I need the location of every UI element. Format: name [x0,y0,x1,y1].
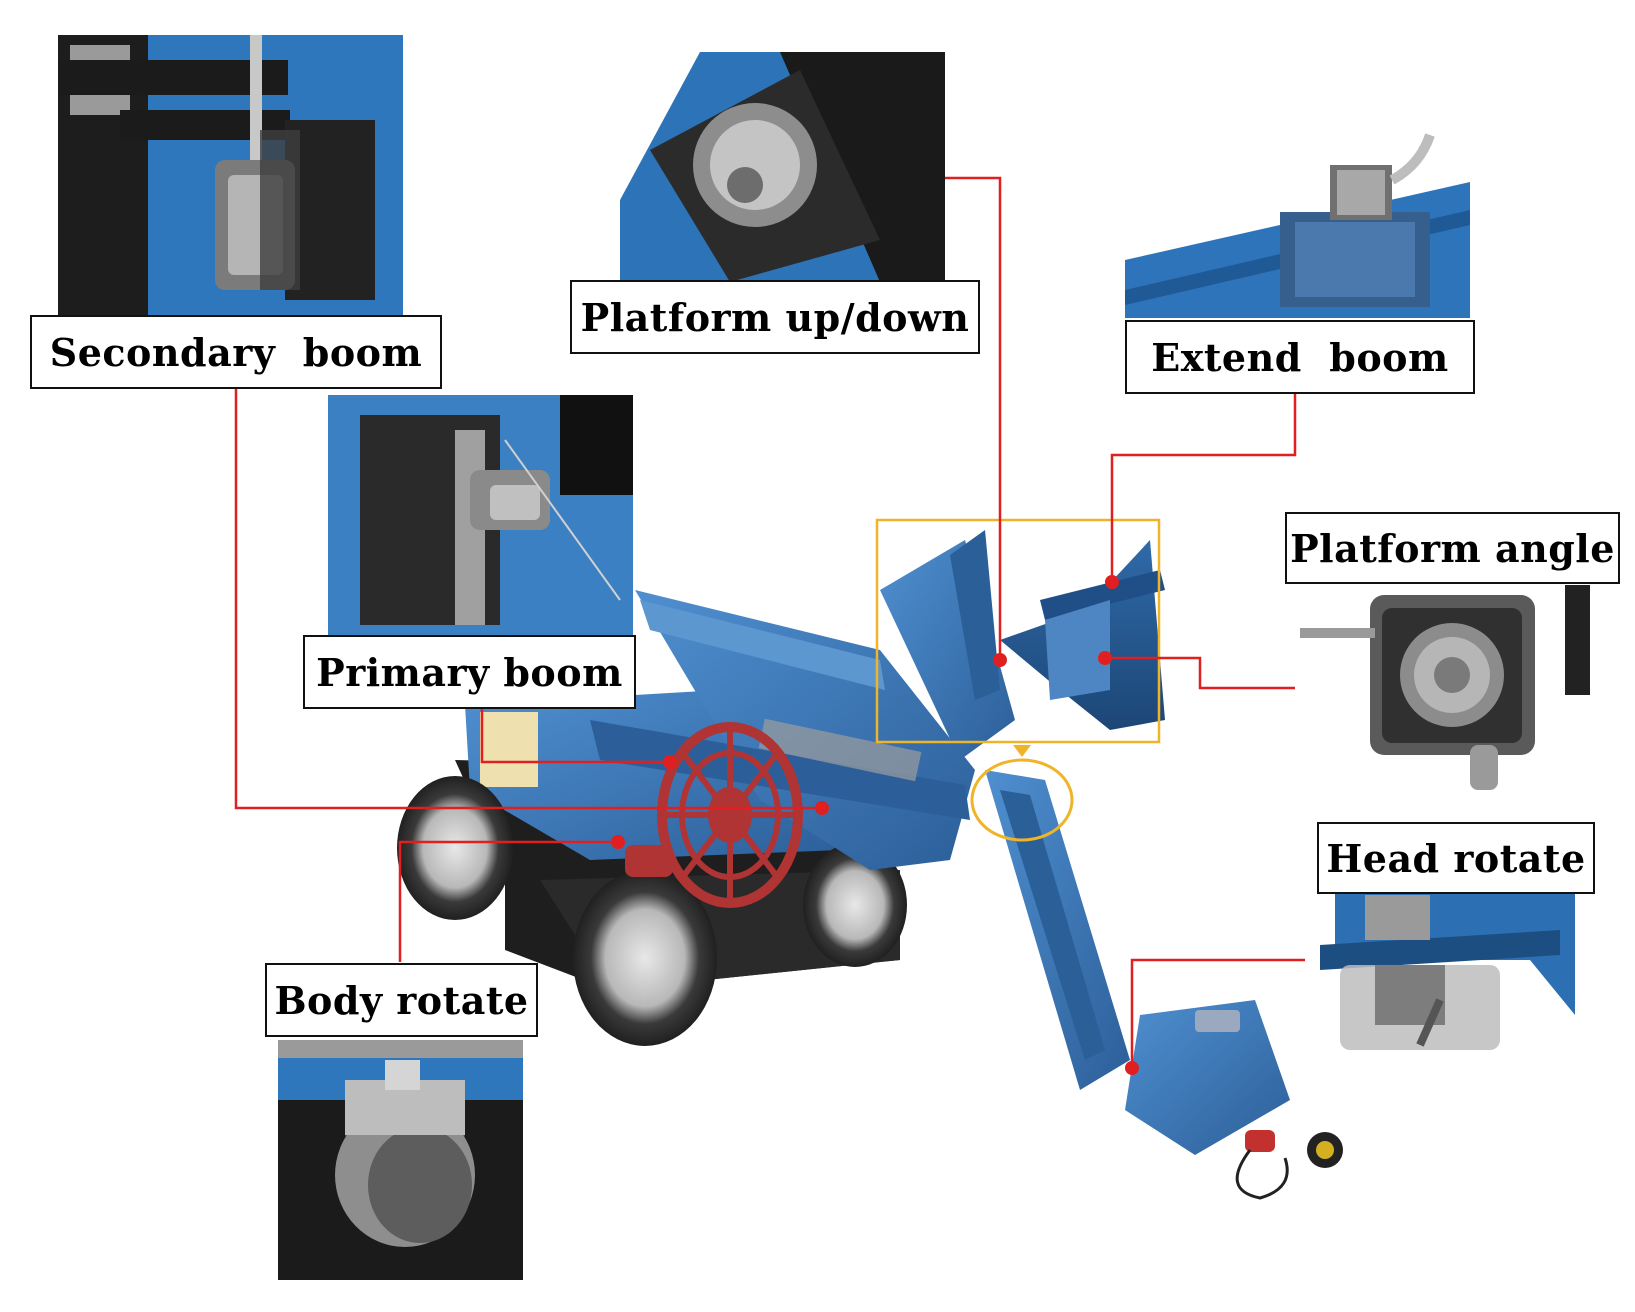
hose-reel [657,722,803,908]
label-head-rotate: Head rotate [1317,822,1595,894]
inset-body-rotate [278,1040,523,1280]
wheel-rear-left [397,776,513,920]
platform-highlight-box [875,518,1161,744]
leader-platform-up-down [945,176,1002,660]
inset-platform-angle [1300,585,1590,790]
head-joint-highlight [970,758,1074,842]
leader-body-rotate [398,840,618,962]
leader-extend-boom [1110,393,1297,582]
main-machine [397,530,1343,1200]
inset-head-rotate [1320,890,1575,1050]
leader-primary-boom [480,708,670,764]
leader-platform-angle [1105,656,1295,690]
inset-extend-boom [1125,133,1470,318]
wheel-front-left [573,870,717,1046]
label-platform-up-down: Platform up/down [570,280,980,354]
wheel-front-right [803,843,907,967]
inset-secondary-boom [58,35,403,315]
label-body-rotate: Body rotate [265,963,538,1037]
inset-primary-boom [328,395,633,640]
label-primary-boom: Primary boom [303,635,636,709]
leader-head-rotate [1130,958,1305,1068]
leader-lines [234,176,1305,1068]
label-secondary-boom: Secondary boom [30,315,442,389]
leader-dots [611,575,1139,1075]
label-extend-boom: Extend boom [1125,320,1475,394]
leader-secondary-boom [234,388,822,810]
inset-platform-up-down [620,52,945,282]
label-platform-angle: Platform angle [1285,512,1620,584]
